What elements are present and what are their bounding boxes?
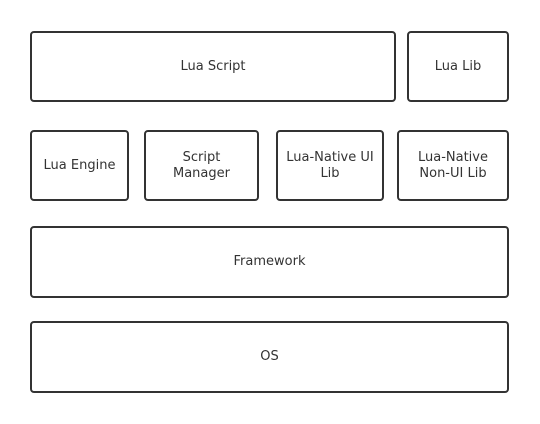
lua-native-ui-lib-label: Lua-Native UI Lib	[286, 149, 374, 181]
framework-label: Framework	[233, 254, 306, 269]
lua-native-ui-lib-block: Lua-Native UI Lib	[276, 130, 384, 201]
script-manager-block: Script Manager	[144, 130, 259, 201]
script-manager-label: Script Manager	[173, 149, 230, 181]
lua-native-non-ui-lib-label: Lua-Native Non-UI Lib	[417, 149, 488, 181]
lua-engine-block: Lua Engine	[30, 130, 129, 201]
os-block: OS	[30, 321, 509, 393]
lua-script-block: Lua Script	[30, 31, 396, 102]
lua-script-label: Lua Script	[180, 58, 246, 74]
framework-block: Framework	[30, 226, 509, 298]
lua-native-non-ui-lib-block: Lua-Native Non-UI Lib	[397, 130, 509, 201]
lua-lib-label: Lua Lib	[434, 58, 482, 74]
os-label: OS	[260, 349, 279, 364]
lua-engine-label: Lua Engine	[43, 157, 116, 173]
lua-lib-block: Lua Lib	[407, 31, 509, 102]
